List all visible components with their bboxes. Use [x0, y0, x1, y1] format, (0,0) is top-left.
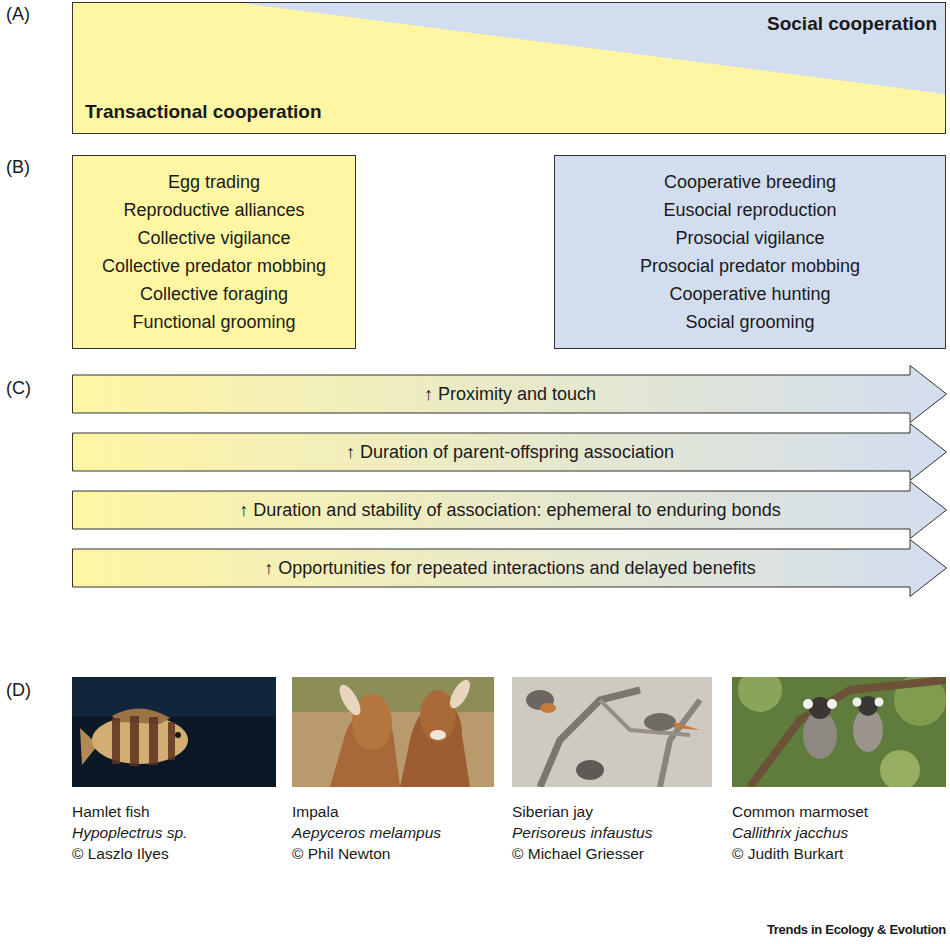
panel-letter: (C)	[6, 378, 31, 399]
spectrum-start-label: Transactional cooperation	[85, 101, 322, 123]
behaviour-item: Prosocial predator mobbing	[563, 252, 937, 280]
photo-caption: Common marmoset	[732, 803, 868, 821]
behaviour-list-box: Egg tradingReproductive alliancesCollect…	[72, 155, 356, 349]
leaves	[738, 677, 782, 712]
fish-body	[92, 716, 188, 764]
photo-caption: Hypoplectrus sp.	[72, 824, 187, 842]
behaviour-item: Eusocial reproduction	[563, 196, 937, 224]
photo-caption: Impala	[292, 803, 339, 821]
behaviour-item: Collective foraging	[81, 280, 347, 308]
social-wedge	[241, 3, 945, 94]
ear-tuft	[875, 698, 884, 707]
fish-stripe	[149, 717, 158, 765]
trend-arrow: ↑ Proximity and touch	[72, 365, 948, 423]
behaviour-item: Collective predator mobbing	[81, 252, 347, 280]
branch	[600, 700, 690, 735]
impala-photo	[292, 677, 494, 787]
panel-letter: (A)	[6, 4, 30, 25]
photo-ground	[72, 677, 276, 787]
bird-wing	[540, 703, 556, 713]
trend-label: ↑ Duration of parent-offspring associati…	[72, 433, 910, 471]
leaves	[880, 750, 920, 787]
panel-letter: (D)	[6, 680, 31, 701]
bird	[644, 713, 676, 731]
photo-caption: © Laszlo Ilyes	[72, 845, 169, 863]
impala-ear	[335, 682, 364, 718]
marmoset-photo	[732, 677, 946, 787]
trend-arrow: ↑ Duration of parent-offspring associati…	[72, 423, 948, 481]
marmoset-head	[809, 697, 831, 719]
ear-tuft	[803, 699, 813, 709]
trend-arrow: ↑ Opportunities for repeated interaction…	[72, 539, 948, 597]
fish-photo	[72, 677, 276, 787]
fish-stripe	[168, 722, 175, 760]
behaviour-item: Prosocial vigilance	[563, 224, 937, 252]
behaviour-item: Collective vigilance	[81, 224, 347, 252]
arrow-body	[73, 482, 947, 539]
trend-arrow: ↑ Duration and stability of association:…	[72, 481, 948, 539]
behaviour-item: Social grooming	[563, 308, 937, 336]
ear-tuft	[853, 698, 862, 707]
bird-tail	[674, 722, 700, 730]
photo-caption: Siberian jay	[512, 803, 593, 821]
impala-muzzle	[430, 730, 446, 740]
photo-ground	[512, 677, 712, 787]
fish-stripe	[112, 718, 120, 764]
behaviour-item: Cooperative breeding	[563, 168, 937, 196]
trend-label: ↑ Duration and stability of association:…	[72, 491, 910, 529]
branch	[660, 700, 700, 787]
behaviour-item: Functional grooming	[81, 308, 347, 336]
impala-head	[420, 690, 456, 742]
marmoset-head	[858, 696, 878, 716]
photo-caption: Callithrix jacchus	[732, 824, 848, 842]
branch	[540, 690, 640, 787]
ear-tuft	[827, 699, 837, 709]
behaviour-list-box: Cooperative breedingEusocial reproductio…	[554, 155, 946, 349]
arrow-body	[73, 366, 947, 423]
photo-caption: Hamlet fish	[72, 803, 150, 821]
bird	[576, 760, 604, 780]
impala-ear	[446, 677, 474, 711]
fish-stripe	[130, 716, 139, 766]
behaviour-item: Egg trading	[81, 168, 347, 196]
spectrum-end-label: Social cooperation	[767, 13, 937, 35]
journal-watermark: Trends in Ecology & Evolution	[767, 922, 946, 937]
fish-eye	[175, 732, 181, 738]
behaviour-item: Cooperative hunting	[563, 280, 937, 308]
transactional-area	[73, 3, 945, 133]
arrow-body	[73, 540, 947, 597]
jay-photo	[512, 677, 712, 787]
trend-label: ↑ Opportunities for repeated interaction…	[72, 549, 910, 587]
cooperation-spectrum: Social cooperationTransactional cooperat…	[72, 2, 946, 134]
photo-caption: © Judith Burkart	[732, 845, 843, 863]
photo-caption: Perisoreus infaustus	[512, 824, 652, 842]
panel-letter: (B)	[6, 157, 30, 178]
behaviour-item: Reproductive alliances	[81, 196, 347, 224]
branch	[750, 680, 946, 787]
photo-caption: © Phil Newton	[292, 845, 390, 863]
photo-caption: © Michael Griesser	[512, 845, 644, 863]
photo-ground	[292, 677, 494, 787]
trend-label: ↑ Proximity and touch	[72, 375, 910, 413]
photo-bush	[292, 677, 494, 712]
fish-fin	[112, 708, 170, 724]
photo-water	[72, 677, 276, 717]
arrow-body	[73, 424, 947, 481]
photo-caption: Aepyceros melampus	[292, 824, 441, 842]
